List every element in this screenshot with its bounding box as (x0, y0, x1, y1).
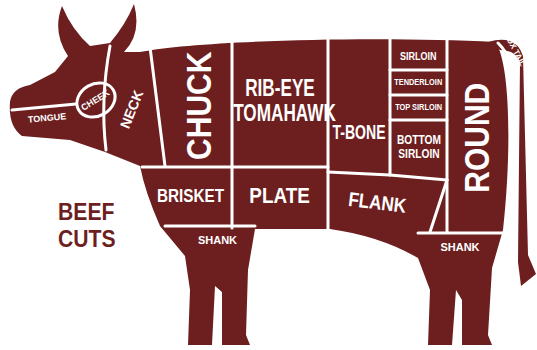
cut-label: BOTTOM SIRLOIN (393, 134, 444, 160)
cut-line (327, 37, 330, 229)
cut-label: BRISKET (157, 186, 224, 206)
cut-line (328, 172, 447, 180)
cut-region: BOTTOM SIRLOIN (392, 122, 445, 172)
cut-line (446, 39, 449, 232)
cut-region: ROUND (449, 45, 504, 231)
cut-region: TONGUE (18, 108, 76, 130)
cut-line (390, 94, 447, 97)
cut-line (150, 47, 165, 166)
cut-region: T-BONE (330, 95, 388, 170)
cut-line (430, 180, 447, 232)
cut-line (165, 225, 255, 228)
cow-silhouette (10, 4, 509, 345)
cut-region: CHEEK (76, 84, 116, 118)
cut-region: CHUCK (168, 48, 230, 164)
title-text: BEEF CUTS (58, 198, 116, 253)
cut-label: CHEEK (80, 89, 112, 114)
cut-label: TENDERLOIN (395, 78, 443, 87)
cut-line (389, 37, 392, 175)
cut-line (231, 40, 234, 228)
cut-line (390, 119, 447, 122)
cut-label: CHUCK (181, 52, 217, 160)
cow-tail (488, 40, 536, 286)
cut-label: ROUND (458, 83, 494, 193)
cut-label: PLATE (250, 184, 311, 207)
diagram-title: BEEF CUTS (58, 198, 130, 254)
cut-region: OX TAIL (493, 36, 537, 68)
cut-line (418, 232, 503, 235)
cut-line (142, 166, 328, 169)
cut-label: SHANK (198, 235, 237, 247)
cut-region: SHANK (185, 228, 250, 254)
cut-line (390, 69, 447, 72)
cut-label: NECK (118, 88, 146, 130)
cut-label: T-BONE (332, 122, 385, 143)
cut-label: TOP SIRLOIN (395, 103, 442, 112)
cut-region: RIB-EYE TOMAHAWK (234, 50, 326, 150)
cut-label: FLANK (347, 189, 407, 217)
cut-region: NECK (108, 78, 156, 140)
cut-region: SHANK (420, 235, 500, 261)
cut-label: SHANK (440, 242, 479, 254)
cut-label: TONGUE (27, 113, 66, 126)
cut-region: FLANK (330, 180, 425, 226)
cut-line (71, 76, 122, 124)
cut-label: RIB-EYE TOMAHAWK (233, 75, 327, 126)
cut-region: BRISKET (150, 170, 232, 222)
cut-label: SIRLOIN (400, 52, 437, 63)
cut-region: TENDERLOIN (392, 72, 445, 94)
cut-region: PLATE (234, 170, 326, 222)
cut-region: TOP SIRLOIN (392, 97, 445, 119)
cut-region: SIRLOIN (392, 46, 445, 68)
cut-line (12, 104, 76, 110)
cut-label: OX TAIL (504, 36, 526, 67)
